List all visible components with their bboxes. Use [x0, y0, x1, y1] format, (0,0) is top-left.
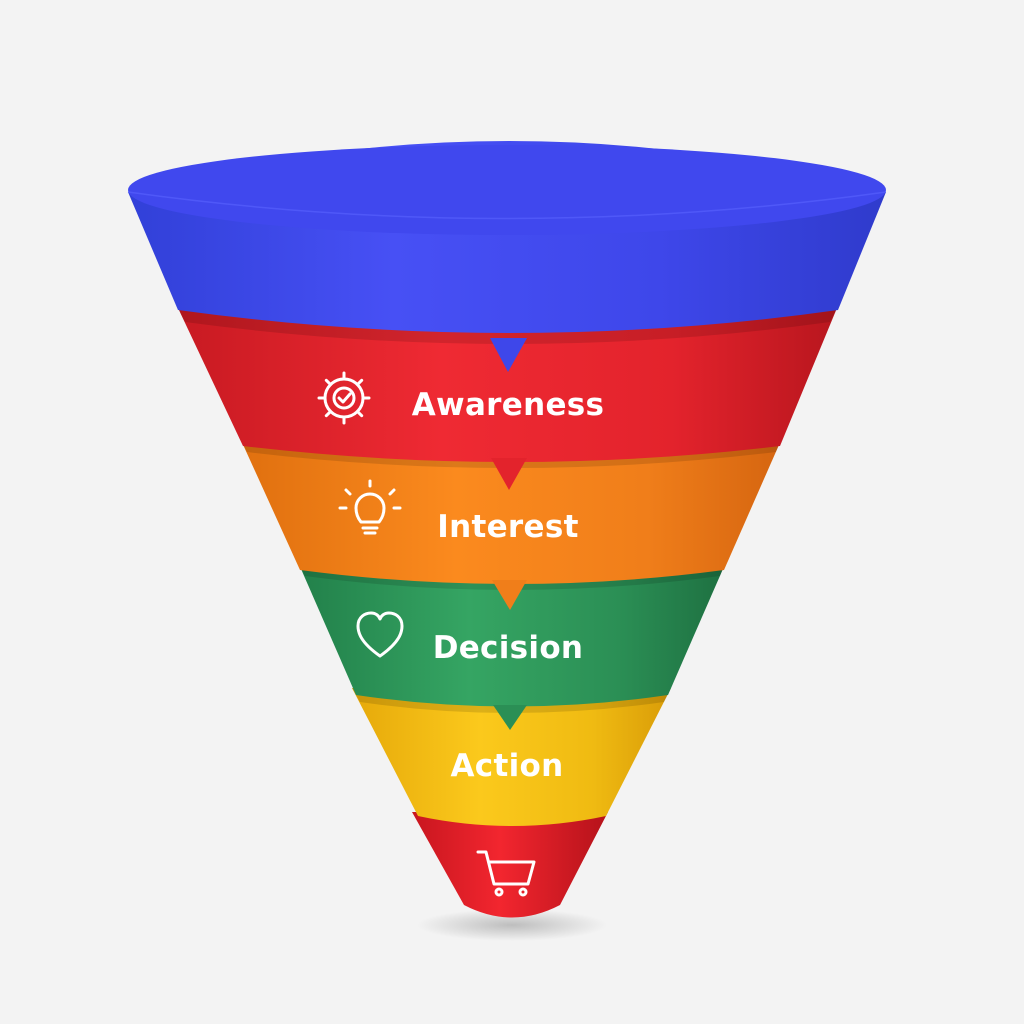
lightbulb-icon — [338, 479, 402, 535]
stage-label-awareness: Awareness — [412, 387, 605, 423]
funnel-band-action — [352, 688, 671, 826]
stage-label-decision: Decision — [433, 630, 584, 666]
notch-green — [493, 705, 527, 730]
shopping-cart-icon — [476, 850, 536, 897]
heart-icon — [356, 611, 404, 658]
notch-blue — [490, 338, 527, 372]
funnel-band-tip — [412, 812, 608, 918]
funnel-rim-top — [128, 145, 886, 235]
funnel-shadow — [417, 909, 607, 941]
stage-label-interest: Interest — [437, 509, 578, 545]
band-shade — [178, 308, 837, 344]
notch-red — [491, 458, 527, 490]
gear-check-icon — [317, 371, 371, 425]
notch-orange — [492, 580, 527, 610]
funnel-band-interest — [240, 438, 782, 584]
stage-label-action: Action — [451, 748, 564, 784]
rim-edge — [127, 191, 887, 220]
funnel-band-decision — [298, 562, 726, 707]
band-shade — [240, 438, 782, 468]
